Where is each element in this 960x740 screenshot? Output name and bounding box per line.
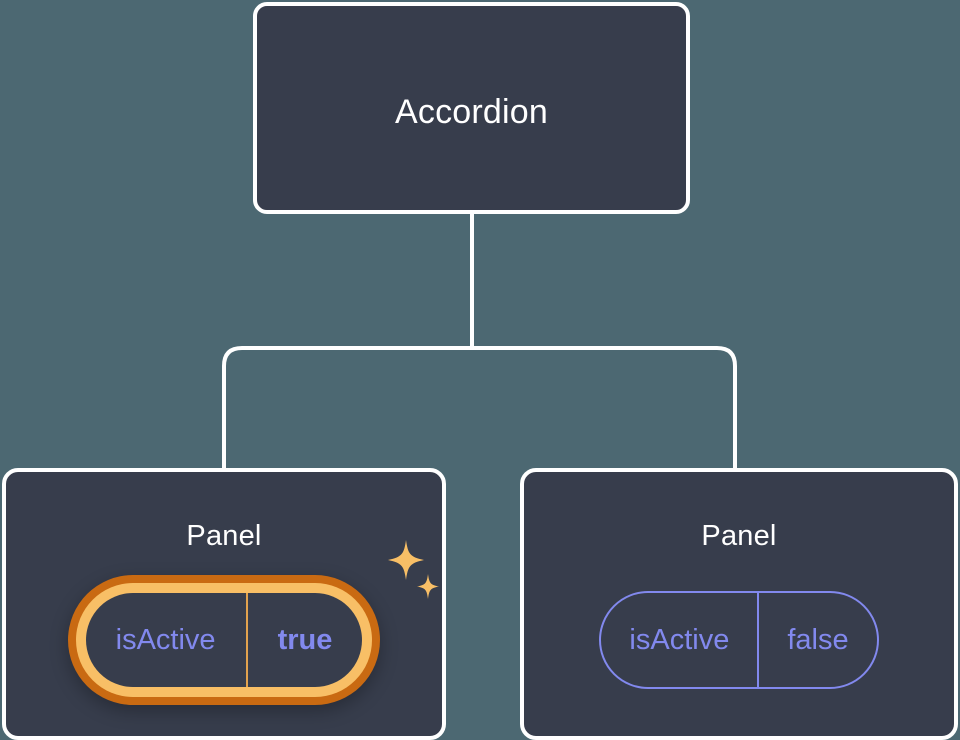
prop-key-label: isActive <box>86 593 248 687</box>
prop-pill-highlight-inner-ring: isActive true <box>75 583 373 697</box>
node-panel-right[interactable]: Panel isActive false <box>520 468 958 740</box>
node-panel-left[interactable]: Panel isActive true <box>2 468 446 740</box>
prop-pill-isactive-false[interactable]: isActive false <box>599 591 879 689</box>
node-accordion-title: Accordion <box>395 93 548 131</box>
prop-pill-left-wrap: isActive true <box>6 575 442 705</box>
node-panel-left-title: Panel <box>186 520 262 552</box>
prop-pill-highlight-ring: isActive true <box>67 575 381 705</box>
node-panel-right-title: Panel <box>701 520 777 552</box>
node-accordion[interactable]: Accordion <box>253 2 690 214</box>
prop-pill-isactive-true[interactable]: isActive true <box>85 593 363 687</box>
prop-value-label: true <box>277 623 333 656</box>
prop-pill-right-wrap: isActive false <box>524 591 954 689</box>
prop-value-label: false <box>787 623 849 656</box>
prop-key-label: isActive <box>601 593 760 687</box>
